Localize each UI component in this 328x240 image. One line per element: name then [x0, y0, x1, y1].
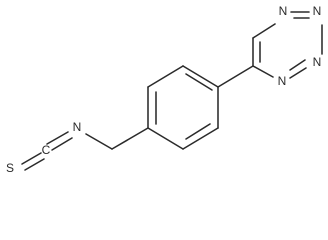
atom-label-s-iso: S — [6, 161, 14, 175]
benzene-bond-6 — [147, 65, 184, 88]
structure-diagram: N N N N N C S — [5, 4, 323, 176]
atom-label-n4: N — [278, 74, 287, 88]
atom-labels: N N N N N C S — [6, 4, 321, 175]
benzene-double-1 — [185, 73, 213, 91]
atom-label-c-iso: C — [42, 143, 51, 157]
chemical-structure-svg: N N N N N C S — [6, 4, 323, 175]
benzene-bond-1 — [182, 65, 219, 88]
atom-label-n1: N — [279, 4, 288, 18]
tetrazine-ring — [252, 11, 323, 79]
ch2-n-bond — [85, 133, 113, 150]
tetrazine-bond-2 — [252, 23, 276, 39]
benzene-bond-3 — [182, 127, 219, 150]
c-s-double-bond-b — [24, 158, 45, 171]
benzene-double-2 — [185, 123, 211, 140]
tetrazine-double-3 — [289, 59, 306, 71]
atom-label-n3: N — [313, 55, 322, 69]
benzene-bond-4 — [147, 127, 184, 150]
benzene-ring — [147, 65, 219, 150]
tetrazine-bond-6 — [252, 65, 274, 78]
n-c-double-bond-a — [46, 131, 69, 145]
c-s-double-bond-a — [21, 152, 42, 165]
benzyl-bond — [111, 127, 149, 150]
biaryl-bond — [217, 65, 254, 88]
atom-label-n-iso: N — [73, 120, 82, 134]
atom-label-n2: N — [313, 4, 322, 18]
tetrazine-bond-5 — [289, 67, 307, 79]
n-c-double-bond-b — [51, 137, 73, 151]
